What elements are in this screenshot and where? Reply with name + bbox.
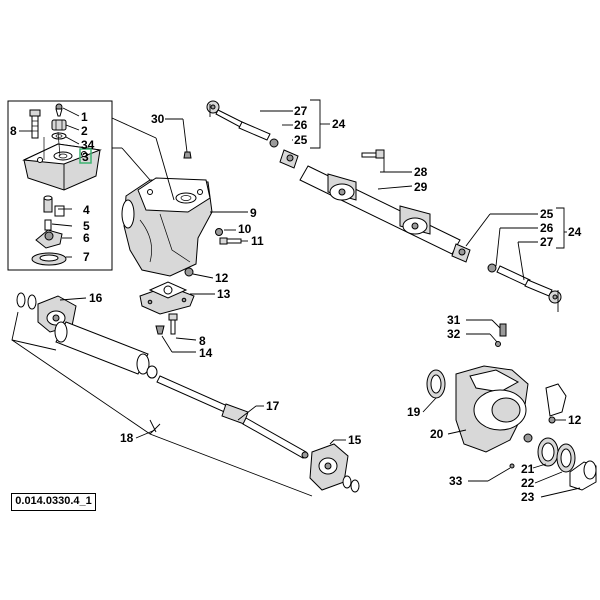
callout-5[interactable]: 5 [83, 219, 90, 233]
callout-20[interactable]: 20 [430, 427, 444, 441]
bearing-21 [537, 437, 559, 467]
callout-27-upper[interactable]: 27 [294, 104, 308, 118]
plug-33 [509, 463, 515, 469]
bolt-8-lower [168, 313, 178, 335]
grease-nipple-14 [155, 325, 165, 335]
callout-29[interactable]: 29 [414, 180, 428, 194]
inset-pin-5 [44, 219, 52, 231]
callout-25-lower[interactable]: 25 [540, 207, 554, 221]
callout-17[interactable]: 17 [266, 399, 280, 413]
bushing-23 [569, 460, 597, 491]
inset-pin-1 [55, 103, 63, 117]
bolt-10 [215, 228, 223, 236]
inset-frame [7, 100, 113, 271]
callout-3[interactable]: 3 [82, 150, 89, 164]
bolt-28 [361, 149, 385, 159]
o-rings-left [16, 292, 37, 310]
inset-bushing-4 [43, 195, 65, 217]
callout-8-lower[interactable]: 8 [199, 334, 206, 348]
inset-washer-34 [51, 132, 67, 140]
callout-14[interactable]: 14 [199, 346, 213, 360]
seal-22 [556, 443, 576, 473]
callout-26-upper[interactable]: 26 [294, 118, 308, 132]
callout-27-lower[interactable]: 27 [540, 235, 554, 249]
callout-31[interactable]: 31 [447, 313, 461, 327]
inset-bolt-8 [29, 109, 41, 139]
callout-25-upper[interactable]: 25 [294, 133, 308, 147]
bolt-11 [219, 237, 242, 245]
diagram-reference-code: 0.014.0330.4_1 [11, 493, 96, 511]
callout-3-highlight [79, 148, 92, 164]
callout-12-left[interactable]: 12 [215, 271, 229, 285]
tie-rod-upper [238, 121, 271, 141]
callout-15[interactable]: 15 [348, 433, 362, 447]
callout-16[interactable]: 16 [89, 291, 103, 305]
grease-nipple-12-right [548, 416, 556, 424]
left-steering-knuckle [121, 177, 213, 277]
lock-nut-26-lower [487, 263, 497, 273]
steering-cylinder-29 [299, 165, 461, 255]
callout-28[interactable]: 28 [414, 165, 428, 179]
grease-nipple-30 [183, 151, 192, 159]
callout-30[interactable]: 30 [151, 112, 165, 126]
callout-7[interactable]: 7 [83, 250, 90, 264]
callout-2[interactable]: 2 [81, 124, 88, 138]
ball-joint-25-lower [451, 243, 471, 263]
callout-9[interactable]: 9 [250, 206, 257, 220]
inset-seal-7 [31, 252, 67, 266]
callout-34[interactable]: 34 [81, 138, 95, 152]
housing-tube-18 [54, 321, 158, 379]
seal-19 [426, 369, 446, 399]
inset-ball-joint-6 [35, 229, 63, 249]
callout-8-inset[interactable]: 8 [10, 124, 17, 138]
callout-24-lower[interactable]: 24 [568, 225, 582, 239]
callout-4[interactable]: 4 [83, 203, 90, 217]
callout-22[interactable]: 22 [521, 476, 535, 490]
inset-flange-3 [22, 131, 102, 191]
callout-1[interactable]: 1 [81, 110, 88, 124]
callout-19[interactable]: 19 [407, 405, 421, 419]
callout-12-right[interactable]: 12 [568, 413, 582, 427]
callout-13[interactable]: 13 [217, 287, 231, 301]
right-steering-knuckle-20 [455, 365, 567, 453]
callout-26-lower[interactable]: 26 [540, 221, 554, 235]
ball-joint-25-upper [279, 149, 299, 169]
support-15 [309, 443, 360, 493]
callout-33[interactable]: 33 [449, 474, 463, 488]
callout-21[interactable]: 21 [521, 462, 535, 476]
callout-32[interactable]: 32 [447, 327, 461, 341]
callout-11[interactable]: 11 [251, 234, 264, 248]
tie-rod-end-lower [524, 279, 562, 312]
drive-shaft-17 [156, 375, 309, 459]
callout-23[interactable]: 23 [521, 490, 535, 504]
bracket-13 [139, 281, 195, 315]
tie-rod-lower [496, 265, 531, 287]
callout-24-upper[interactable]: 24 [332, 117, 346, 131]
grease-nipple-31 [499, 323, 507, 337]
callout-10[interactable]: 10 [238, 222, 252, 236]
lock-nut-26-upper [269, 138, 279, 148]
inset-nut-2 [51, 119, 67, 131]
callout-18[interactable]: 18 [120, 431, 134, 445]
callout-6[interactable]: 6 [83, 231, 90, 245]
grease-nipple-32 [495, 341, 501, 347]
